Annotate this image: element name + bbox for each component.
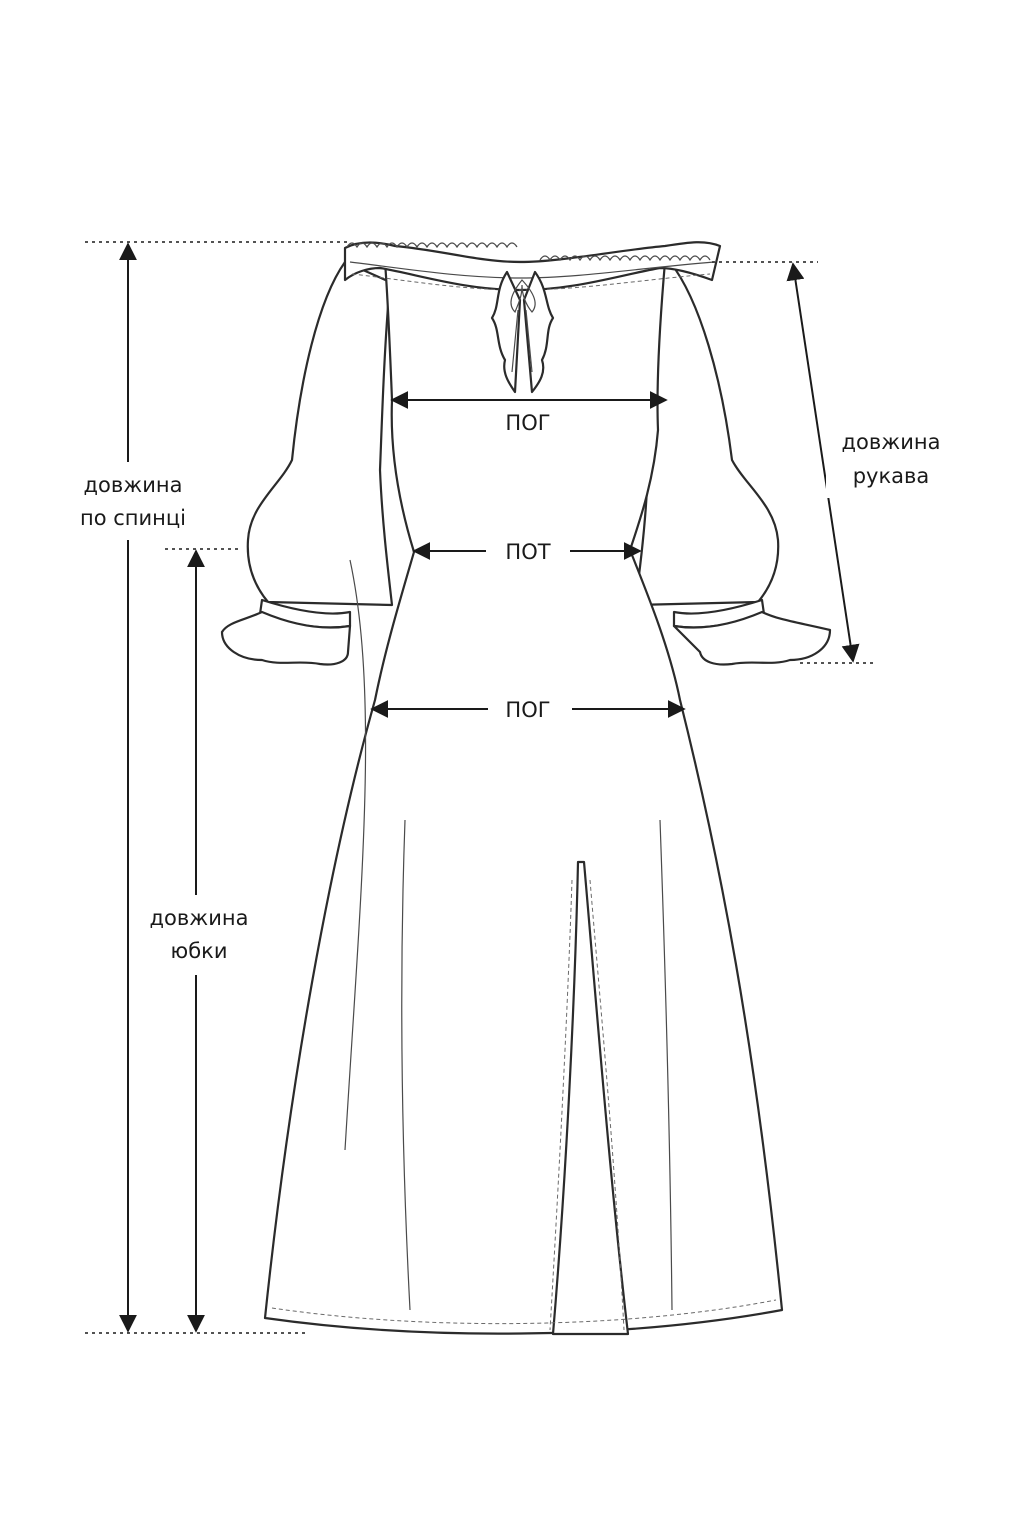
hips-dimension <box>370 690 686 728</box>
dress-sketch <box>220 241 832 1336</box>
sleeve-length-label-line1: довжина <box>842 430 941 454</box>
waist-dimension <box>412 532 642 570</box>
sleeve-length-dimension <box>786 262 954 663</box>
back-length-label-line1: довжина <box>84 473 183 497</box>
skirt-length-dimension <box>140 549 258 1333</box>
front-slit <box>551 860 630 1336</box>
chest-label: ПОГ <box>505 411 550 435</box>
back-length-dimension <box>70 242 200 1333</box>
skirt-length-label-line1: довжина <box>150 906 249 930</box>
sleeve-length-label-line2: рукава <box>853 464 930 488</box>
left-sleeve-ruffle <box>220 610 352 666</box>
neck-tie <box>510 279 536 373</box>
hips-label: ПОГ <box>505 698 550 722</box>
skirt-length-label-line2: юбки <box>171 939 228 963</box>
waist-label: ПОТ <box>505 540 550 564</box>
neckline-band <box>343 241 722 292</box>
left-sleeve <box>246 260 394 607</box>
chest-dimension <box>390 391 668 438</box>
back-length-label-line2: по спинці <box>80 506 186 530</box>
